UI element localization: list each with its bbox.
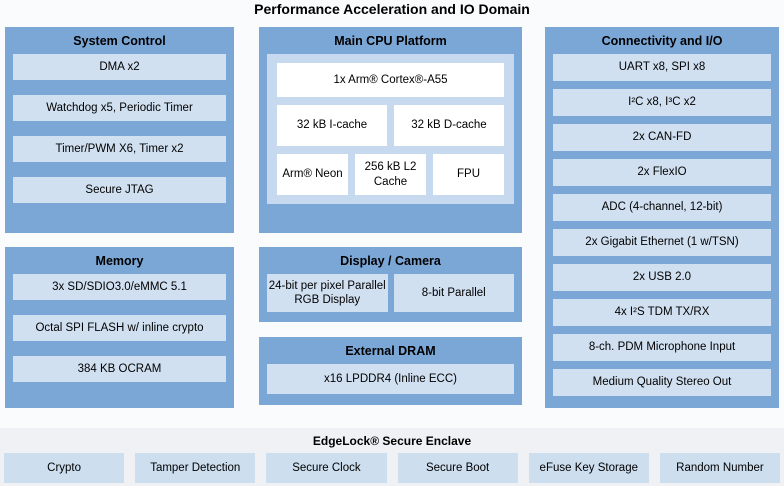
cell-can-fd: 2x CAN-FD bbox=[553, 124, 771, 151]
block-title-display-camera: Display / Camera bbox=[340, 254, 441, 268]
cpu-units-row: Arm® Neon 256 kB L2 Cache FPU bbox=[277, 154, 504, 195]
cell-adc: ADC (4-channel, 12-bit) bbox=[553, 194, 771, 221]
display-camera-cells: 24-bit per pixel Parallel RGB Display 8-… bbox=[259, 274, 522, 312]
edgelock-cells: Crypto Tamper Detection Secure Clock Sec… bbox=[0, 453, 784, 483]
cell-uart-spi: UART x8, SPI x8 bbox=[553, 54, 771, 81]
cell-timer-pwm: Timer/PWM X6, Timer x2 bbox=[13, 136, 226, 162]
cell-neon: Arm® Neon bbox=[277, 154, 348, 195]
cell-gigabit-ethernet: 2x Gigabit Ethernet (1 w/TSN) bbox=[553, 229, 771, 256]
cell-pdm-microphone: 8-ch. PDM Microphone Input bbox=[553, 334, 771, 361]
cell-i2c-i3c: I²C x8, I³C x2 bbox=[553, 89, 771, 116]
cell-i2s-tdm: 4x I²S TDM TX/RX bbox=[553, 299, 771, 326]
block-title-external-dram: External DRAM bbox=[345, 344, 436, 358]
block-title-system-control: System Control bbox=[73, 34, 166, 48]
block-title-connectivity: Connectivity and I/O bbox=[601, 34, 723, 48]
cell-octal-spi-flash: Octal SPI FLASH w/ inline crypto bbox=[13, 315, 226, 341]
cell-flexio: 2x FlexIO bbox=[553, 159, 771, 186]
cell-usb: 2x USB 2.0 bbox=[553, 264, 771, 291]
block-main-cpu-platform: Main CPU Platform 1x Arm® Cortex®-A55 32… bbox=[259, 27, 522, 233]
cell-crypto: Crypto bbox=[4, 453, 125, 483]
cell-lpddr4: x16 LPDDR4 (Inline ECC) bbox=[267, 364, 514, 394]
block-memory: Memory 3x SD/SDIO3.0/eMMC 5.1 Octal SPI … bbox=[5, 247, 234, 408]
memory-cells: 3x SD/SDIO3.0/eMMC 5.1 Octal SPI FLASH w… bbox=[5, 274, 234, 382]
connectivity-cells: UART x8, SPI x8 I²C x8, I³C x2 2x CAN-FD… bbox=[545, 54, 779, 396]
external-dram-cells: x16 LPDDR4 (Inline ECC) bbox=[259, 364, 522, 394]
cell-parallel-rgb-display: 24-bit per pixel Parallel RGB Display bbox=[267, 274, 388, 312]
block-title-edgelock: EdgeLock® Secure Enclave bbox=[312, 434, 472, 448]
cell-efuse-key-storage: eFuse Key Storage bbox=[528, 453, 649, 483]
diagram-title: Performance Acceleration and IO Domain bbox=[254, 1, 530, 17]
cell-ocram: 384 KB OCRAM bbox=[13, 356, 226, 382]
cell-sd-sdio-emmc: 3x SD/SDIO3.0/eMMC 5.1 bbox=[13, 274, 226, 300]
block-display-camera: Display / Camera 24-bit per pixel Parall… bbox=[259, 247, 522, 322]
cell-l2-cache: 256 kB L2 Cache bbox=[355, 154, 426, 195]
system-control-cells: DMA x2 Watchdog x5, Periodic Timer Timer… bbox=[5, 54, 234, 203]
block-system-control: System Control DMA x2 Watchdog x5, Perio… bbox=[5, 27, 234, 233]
cell-8bit-parallel: 8-bit Parallel bbox=[393, 274, 514, 312]
block-external-dram: External DRAM x16 LPDDR4 (Inline ECC) bbox=[259, 337, 522, 405]
cell-cortex-a55: 1x Arm® Cortex®-A55 bbox=[277, 63, 504, 97]
cell-secure-jtag: Secure JTAG bbox=[13, 177, 226, 203]
block-edgelock-secure-enclave: EdgeLock® Secure Enclave Crypto Tamper D… bbox=[0, 428, 784, 486]
cell-icache: 32 kB I-cache bbox=[277, 105, 387, 146]
cell-dma: DMA x2 bbox=[13, 54, 226, 80]
cpu-cache-row: 32 kB I-cache 32 kB D-cache bbox=[277, 105, 504, 146]
cell-random-number: Random Number bbox=[659, 453, 781, 483]
block-title-main-cpu: Main CPU Platform bbox=[334, 34, 447, 48]
cell-secure-boot: Secure Boot bbox=[397, 453, 518, 483]
block-title-memory: Memory bbox=[95, 254, 144, 268]
cell-tamper-detection: Tamper Detection bbox=[135, 453, 256, 483]
cell-stereo-out: Medium Quality Stereo Out bbox=[553, 369, 771, 396]
cell-dcache: 32 kB D-cache bbox=[394, 105, 504, 146]
cpu-inner-panel: 1x Arm® Cortex®-A55 32 kB I-cache 32 kB … bbox=[267, 54, 514, 204]
cell-watchdog: Watchdog x5, Periodic Timer bbox=[13, 95, 226, 121]
cell-secure-clock: Secure Clock bbox=[266, 453, 387, 483]
cell-fpu: FPU bbox=[433, 154, 504, 195]
block-connectivity-io: Connectivity and I/O UART x8, SPI x8 I²C… bbox=[545, 27, 779, 408]
